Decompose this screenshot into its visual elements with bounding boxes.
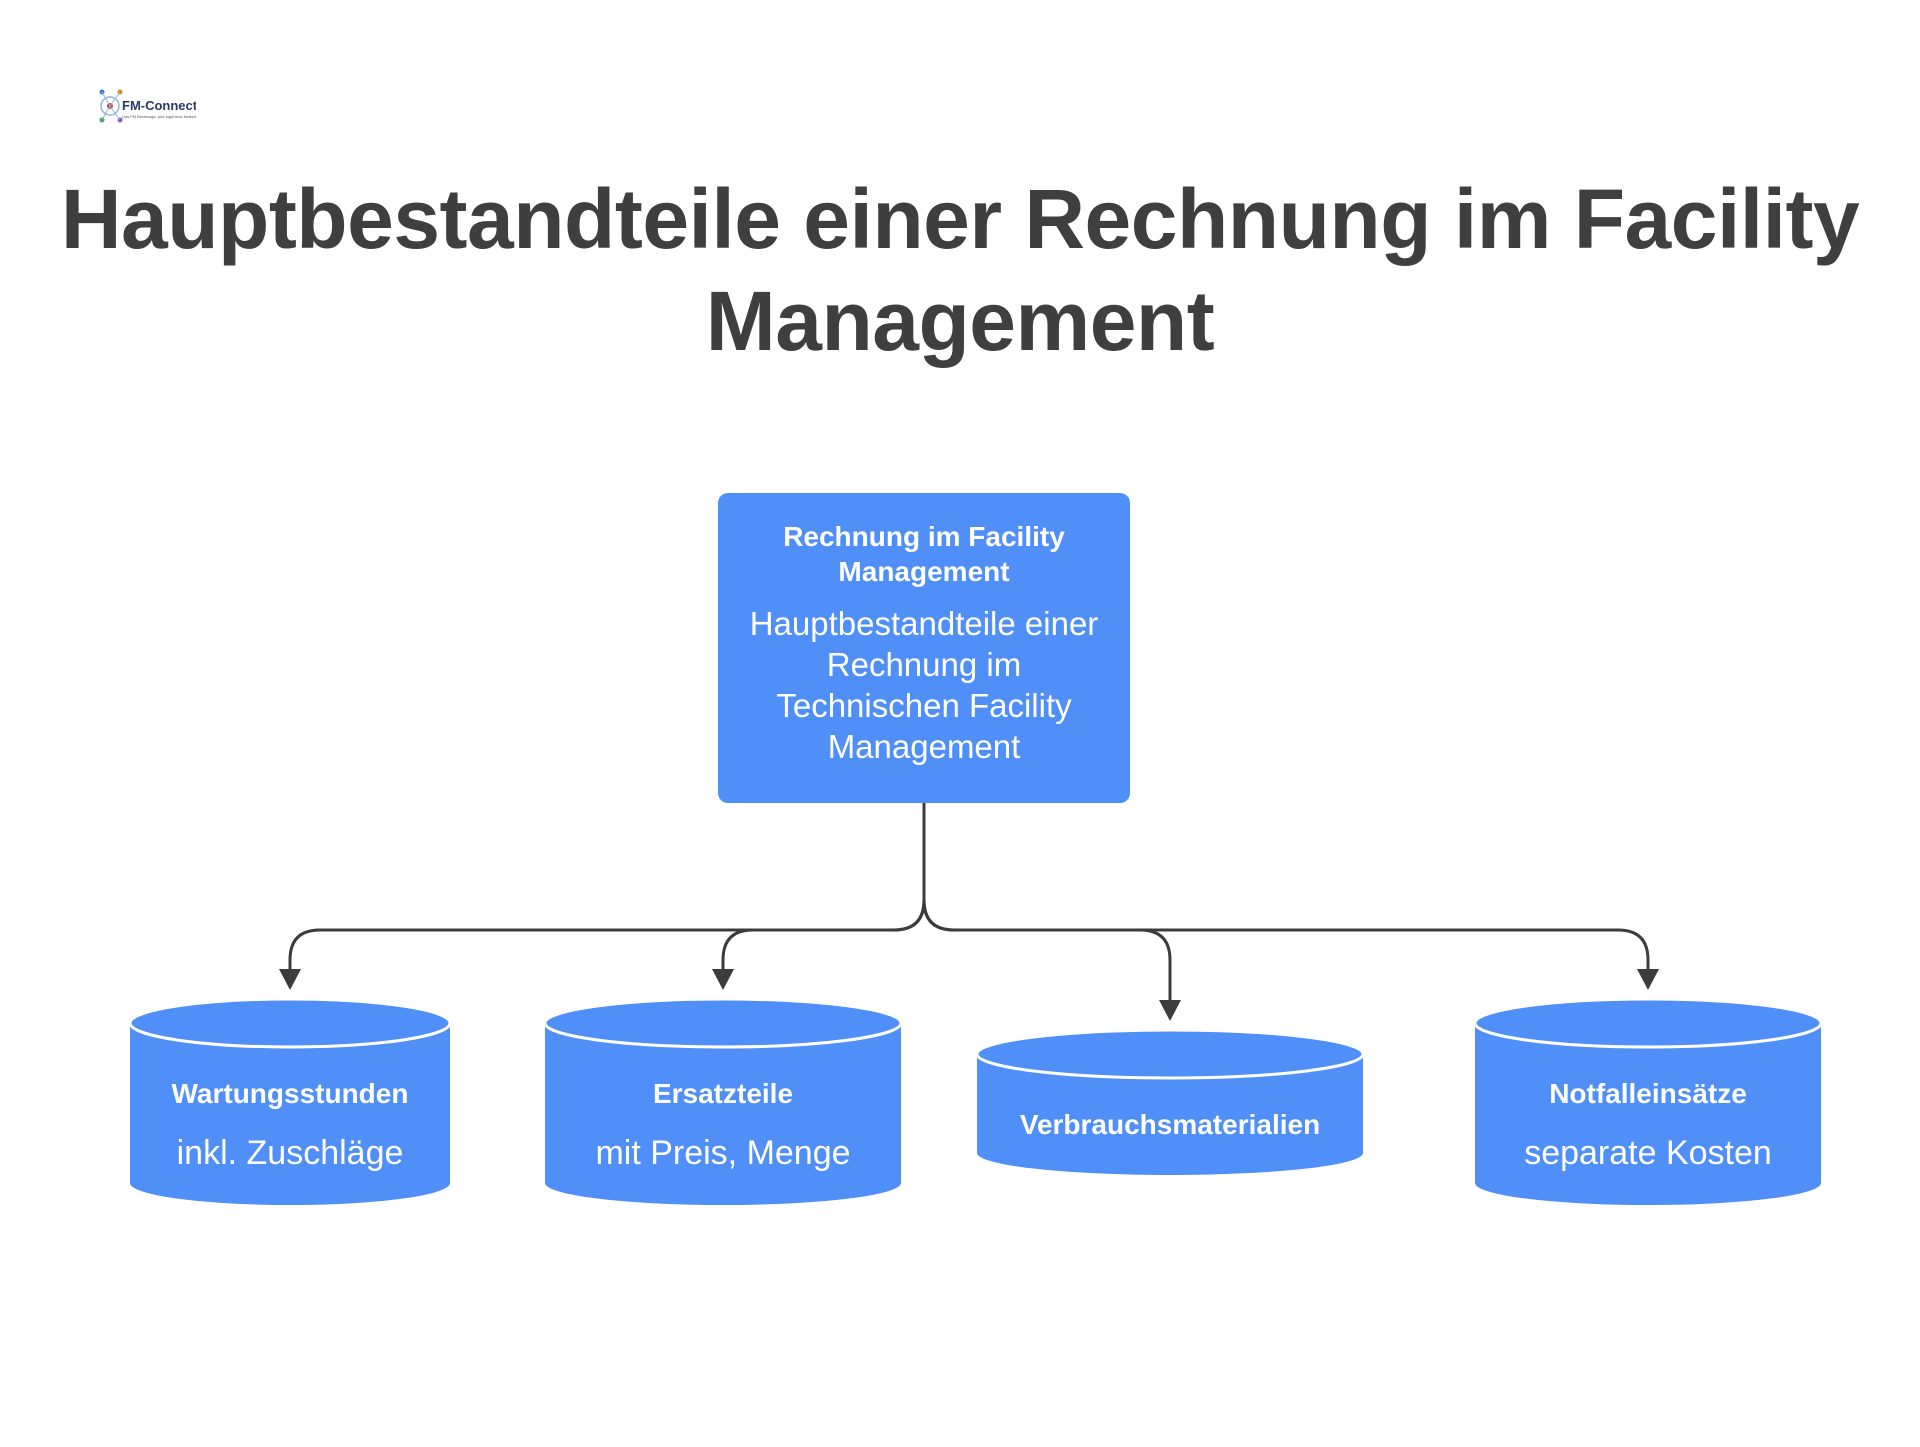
connector-lines xyxy=(288,803,1650,1003)
network-icon xyxy=(99,89,123,123)
cylinder-verbrauchsmaterialien xyxy=(975,1028,1365,1175)
component-subtitle: mit Preis, Menge xyxy=(595,1134,851,1172)
component-ersatzteile: Ersatzteile mit Preis, Menge xyxy=(545,1077,901,1173)
arrowhead-wartungsstunden-icon xyxy=(279,969,301,990)
page-title: Hauptbestandteile einer Rechnung im Faci… xyxy=(60,172,1860,368)
fm-connect-logo: FM-Connect.com Das FM Beratungs- und Ing… xyxy=(96,80,196,132)
logo-brand-text: FM-Connect.com xyxy=(122,98,196,113)
connector-to-verbrauchsmaterialien xyxy=(922,899,1172,1003)
root-node-heading: Rechnung im Facility Management xyxy=(783,521,1065,587)
component-notfalleinsaetze: Notfalleinsätze separate Kosten xyxy=(1475,1077,1821,1173)
component-verbrauchsmaterialien: Verbrauchsmaterialien xyxy=(977,1108,1363,1142)
component-title: Notfalleinsätze xyxy=(1549,1078,1747,1109)
arrowhead-verbrauchsmaterialien-icon xyxy=(1159,1000,1181,1021)
component-title: Wartungsstunden xyxy=(171,1078,409,1109)
logo-tagline-text: Das FM Beratungs- und Ingenieur-Netzwerk xyxy=(122,114,196,119)
arrowhead-ersatzteile-icon xyxy=(712,969,734,990)
connector-to-ersatzteile xyxy=(721,899,926,972)
arrowheads xyxy=(279,969,1659,1021)
connector-to-wartungsstunden xyxy=(288,899,926,972)
root-node: Rechnung im Facility Management Hauptbes… xyxy=(718,493,1130,803)
connector-to-notfalleinsaetze xyxy=(922,899,1650,972)
component-wartungsstunden: Wartungsstunden inkl. Zuschläge xyxy=(130,1077,450,1173)
component-subtitle: inkl. Zuschläge xyxy=(176,1134,404,1172)
component-title: Ersatzteile xyxy=(652,1078,794,1109)
component-title: Verbrauchsmaterialien xyxy=(1019,1109,1321,1140)
root-node-description: Hauptbestandteile einer Rechnung im Tech… xyxy=(749,605,1099,765)
component-subtitle: separate Kosten xyxy=(1524,1134,1772,1172)
arrowhead-notfalleinsaetze-icon xyxy=(1637,969,1659,990)
